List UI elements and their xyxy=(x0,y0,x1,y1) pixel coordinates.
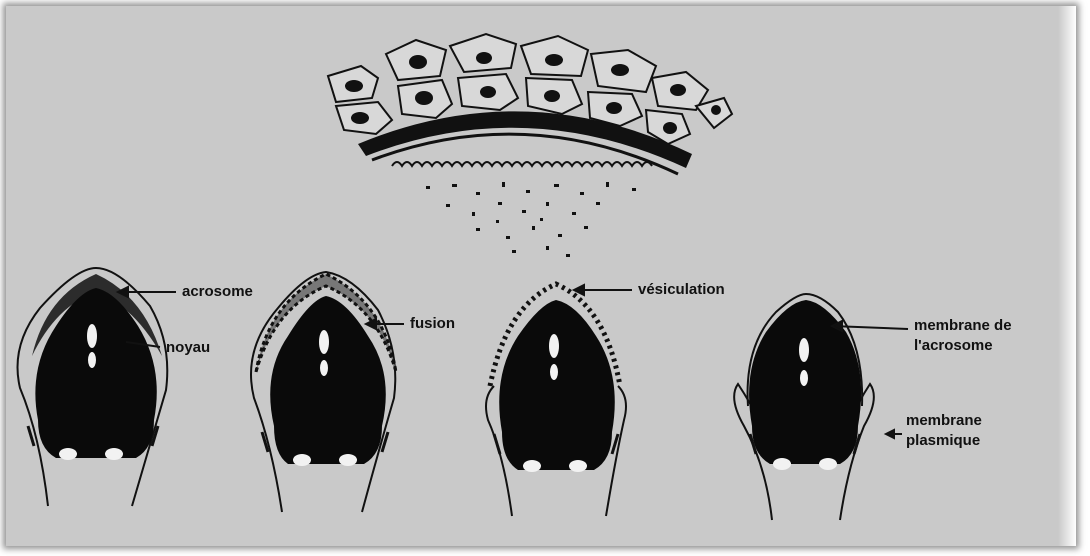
centriole-notch xyxy=(339,454,357,466)
nucleus-vacuole xyxy=(799,338,809,362)
centriole-notch xyxy=(523,460,541,472)
figure-frame: acrosome noyau fusion vésiculation membr… xyxy=(6,6,1076,546)
sperm-head-4 xyxy=(734,294,874,520)
label-noyau: noyau xyxy=(166,339,210,357)
centriole-notch xyxy=(569,460,587,472)
centriole-notch xyxy=(293,454,311,466)
nucleus-vacuole xyxy=(88,352,96,368)
nucleus-vacuole xyxy=(800,370,808,386)
centriole-notch xyxy=(819,458,837,470)
nucleus-vacuole xyxy=(549,334,559,358)
sperm-head-2 xyxy=(251,272,396,512)
label-membrane-acrosome-line2: l'acrosome xyxy=(914,337,993,355)
centriole-notch xyxy=(59,448,77,460)
nucleus-vacuole xyxy=(319,330,329,354)
nucleus-vacuole xyxy=(320,360,328,376)
centriole-notch xyxy=(773,458,791,470)
label-membrane-plasmique-line2: plasmique xyxy=(906,432,980,450)
label-fusion: fusion xyxy=(410,315,455,333)
label-membrane-acrosome-line1: membrane de xyxy=(914,317,1012,335)
label-membrane-plasmique-line1: membrane xyxy=(906,412,982,430)
centriole-notch xyxy=(105,448,123,460)
nucleus-vacuole xyxy=(87,324,97,348)
ooplasm-granules xyxy=(426,182,636,257)
nucleus-vacuole xyxy=(550,364,558,380)
oocyte-microvilli xyxy=(392,162,652,166)
acrosome-reaction-diagram xyxy=(6,6,1076,546)
nucleus xyxy=(499,300,615,470)
label-acrosome: acrosome xyxy=(182,283,253,301)
sperm-head-3 xyxy=(486,284,626,516)
sperm-head-1 xyxy=(18,268,168,506)
label-vesiculation: vésiculation xyxy=(638,281,725,299)
